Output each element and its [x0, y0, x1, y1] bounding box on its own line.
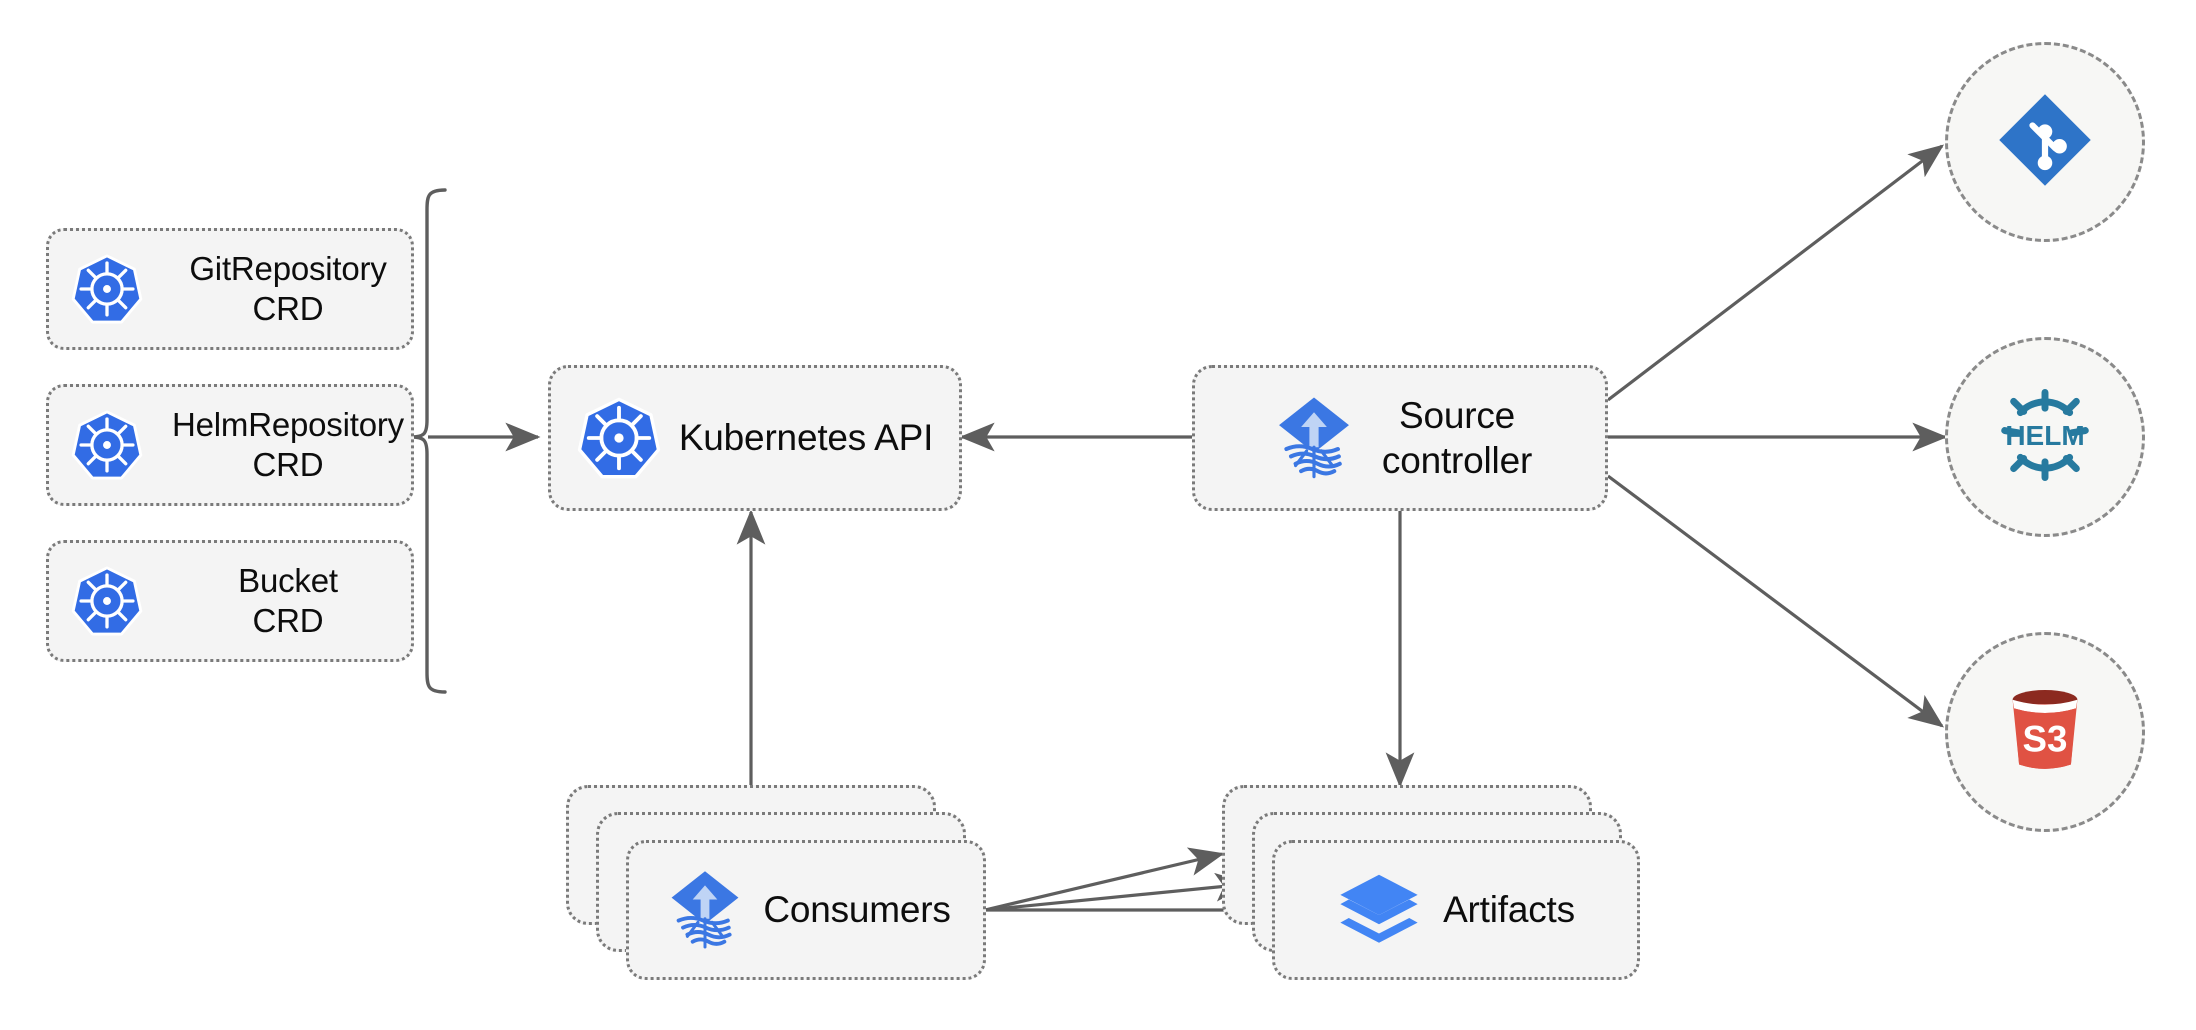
crd-box-gitrepository[interactable]: GitRepository CRD: [46, 228, 414, 350]
crd-label: Bucket CRD: [238, 561, 338, 639]
node-label-source-controller: Source controller: [1381, 394, 1533, 481]
node-kubernetes-api[interactable]: Kubernetes API: [548, 365, 962, 511]
kubernetes-icon: [49, 253, 165, 325]
edge-source-controller-to-git: [1607, 144, 1945, 402]
node-source-controller[interactable]: Source controller: [1192, 365, 1608, 511]
node-label-artifacts: Artifacts: [1443, 889, 1575, 931]
crd-label: GitRepository CRD: [189, 249, 387, 327]
flux-icon: [1268, 392, 1360, 484]
edge-consumers-to-artifacts-1: [984, 847, 1225, 912]
node-label-kubernetes-api: Kubernetes API: [678, 417, 934, 459]
node-consumers[interactable]: Consumers: [626, 840, 986, 980]
source-circle-helm[interactable]: HELM: [1945, 337, 2145, 537]
kubernetes-icon: [49, 409, 165, 481]
node-artifacts[interactable]: Artifacts: [1272, 840, 1640, 980]
helm-wordmark: HELM: [2005, 420, 2084, 451]
s3-bucket-icon: S3: [1991, 676, 2099, 789]
helm-icon: HELM: [1989, 379, 2101, 496]
flux-icon: [661, 866, 749, 954]
crd-box-helmrepository[interactable]: HelmRepository CRD: [46, 384, 414, 506]
git-icon: [1993, 88, 2097, 197]
layers-icon: [1337, 868, 1421, 952]
kubernetes-icon: [49, 565, 165, 637]
crd-box-bucket[interactable]: Bucket CRD: [46, 540, 414, 662]
node-label-consumers: Consumers: [763, 889, 951, 931]
source-circle-s3[interactable]: S3: [1945, 632, 2145, 832]
s3-wordmark: S3: [2023, 718, 2068, 759]
crd-group-brace: [409, 188, 447, 694]
edge-consumers-to-artifacts-2: [984, 872, 1251, 912]
edge-source-controller-to-s3: [1607, 474, 1945, 728]
crd-label: HelmRepository CRD: [172, 405, 404, 483]
source-circle-git[interactable]: [1945, 42, 2145, 242]
kubernetes-icon: [577, 396, 661, 480]
